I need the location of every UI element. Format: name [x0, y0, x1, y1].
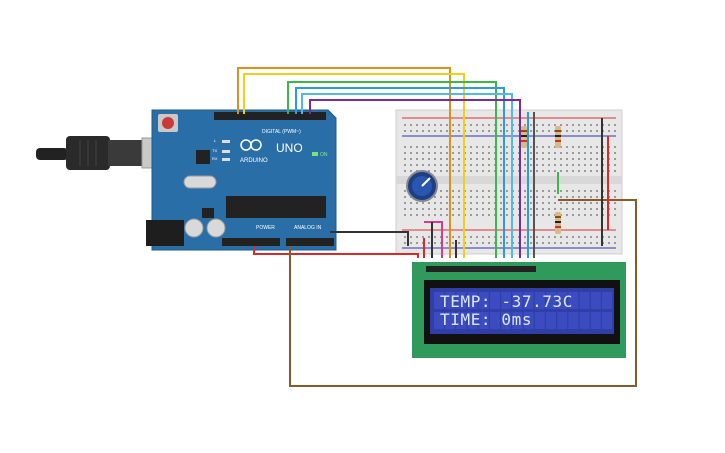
lcd-line-1: TEMP: -37.73C: [440, 292, 574, 311]
reset-button[interactable]: [162, 117, 174, 129]
analog-label: ANALOG IN: [294, 225, 322, 231]
atmega-chip: [226, 196, 326, 218]
wire-brown: [289, 199, 637, 387]
arduino-board[interactable]: ARDUINO UNO DIGITAL (PWM~) POWER ANALOG …: [146, 109, 337, 251]
wire-yellow: [243, 73, 465, 258]
power-header[interactable]: [222, 238, 280, 246]
l-label: L: [214, 138, 217, 143]
wire-black-gnd: [330, 231, 409, 246]
lcd-module[interactable]: [412, 262, 626, 358]
power-label: POWER: [256, 225, 275, 231]
arduino-model: UNO: [276, 141, 303, 155]
wire-green: [287, 81, 497, 258]
tx-label: TX: [212, 148, 217, 153]
lcd-header-pins: [426, 266, 536, 272]
wire-red-gnd: [253, 246, 419, 258]
wires: [237, 67, 637, 387]
analog-header[interactable]: [286, 238, 334, 246]
wire-orange: [237, 67, 451, 258]
resistor-2[interactable]: [555, 126, 561, 148]
wire-purple: [309, 99, 521, 258]
on-led: [312, 152, 318, 156]
lcd-cell-grid: [434, 292, 612, 329]
digital-label: DIGITAL (PWM~): [262, 129, 301, 135]
lcd-line-2: TIME: 0ms: [440, 310, 533, 329]
power-jack[interactable]: [146, 220, 184, 246]
rx-label: RX: [212, 156, 218, 161]
arduino-brand: ARDUINO: [240, 158, 268, 164]
resistor-1[interactable]: [521, 126, 527, 148]
wire-pink: [424, 221, 443, 258]
digital-header[interactable]: [214, 112, 326, 120]
wire-blue-1: [295, 87, 505, 258]
on-label: ON: [320, 152, 328, 158]
resistor-3[interactable]: [555, 212, 561, 234]
wire-blue-2: [301, 93, 513, 258]
potentiometer[interactable]: [406, 170, 438, 202]
